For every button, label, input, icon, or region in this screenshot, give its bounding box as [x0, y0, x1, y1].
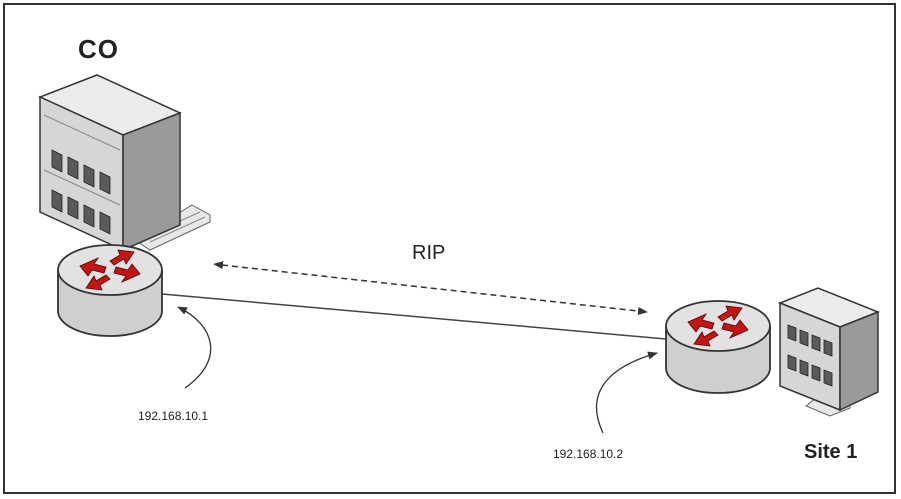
co-router-ip-label: 192.168.10.1 — [138, 409, 209, 423]
wan-link-line — [161, 293, 667, 340]
co-router-icon — [57, 244, 163, 337]
site1-router-ip-label: 192.168.10.2 — [553, 447, 624, 461]
site1-interface-pointer — [595, 351, 658, 434]
site1-building-icon — [777, 287, 881, 417]
rip-label: RIP — [412, 242, 446, 264]
co-interface-pointer — [177, 306, 212, 389]
site1-router-icon — [665, 300, 771, 394]
co-label: CO — [78, 34, 119, 64]
co-building-icon — [38, 74, 211, 252]
site1-label: Site 1 — [804, 441, 858, 463]
rip-exchange-arrow — [213, 261, 648, 315]
